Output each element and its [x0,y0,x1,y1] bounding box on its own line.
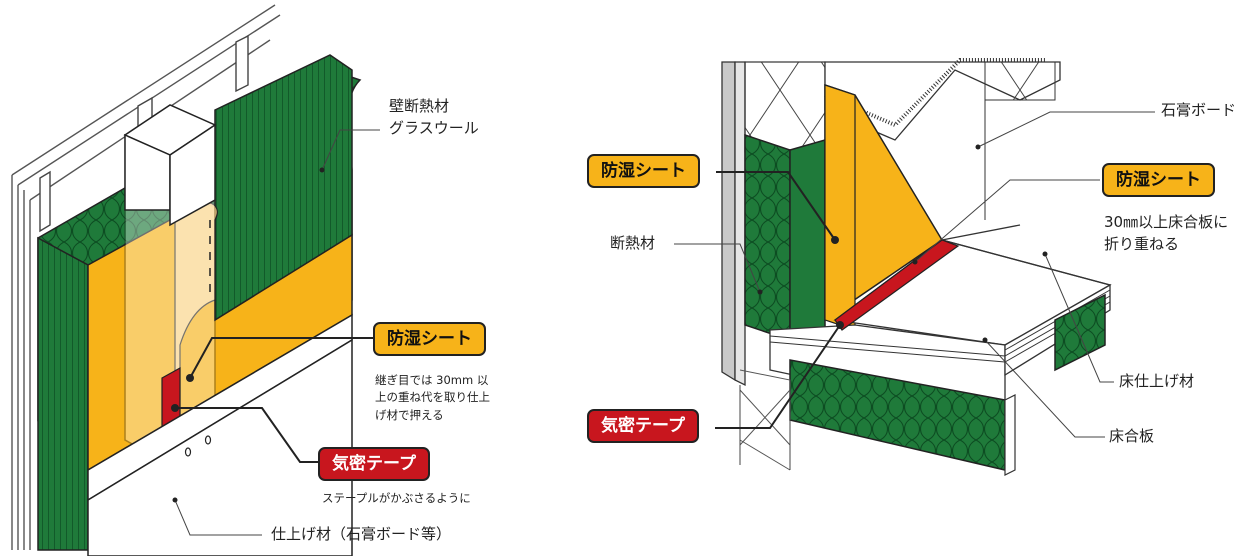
finish-material-label: 仕上げ材（石膏ボード等） [271,525,452,543]
subfloor-label: 床合板 [1109,427,1155,445]
left-airtight-tape-label: 気密テープ [318,447,430,482]
left-airtight-tape-note: ステープルがかぶさるように [322,491,471,505]
left-vapor-sheet-note: 継ぎ目では 30mm 以 上の重ね代を取り仕上 げ材で押える [375,372,490,424]
left-leaders [175,337,380,463]
right-wall-board [721,61,736,382]
left-vapor-sheet-note-line3: げ材で押える [375,407,444,422]
right-vapor-sheet-note-line1: 30㎜以上床合板に [1104,213,1229,231]
right-vapor-sheet-note: 30㎜以上床合板に 折り重ねる [1104,212,1228,256]
right-vapor-sheet-label-left: 防湿シート [587,154,700,189]
right-leaders [715,171,841,429]
right-airtight-tape-label: 気密テープ [587,409,699,444]
left-vapor-sheet-note-line2: 上の重ね代を取り仕上 [375,390,490,405]
left-vapor-sheet-label: 防湿シート [373,322,486,357]
right-vapor-sheet-label-right: 防湿シート [1102,163,1215,198]
right-floor-diagram [674,58,1155,476]
left-wall-diagram [11,4,380,556]
gypsum-board-label: 石膏ボード [1161,101,1237,119]
floor-finish-label: 床仕上げ材 [1119,372,1195,390]
right-vapor-sheet-note-line2: 折り重ねる [1104,234,1180,253]
wall-insulation-label-line2: グラスウール [389,118,479,137]
right-insulation-label: 断熱材 [610,234,656,252]
left-insulation-side [37,236,89,551]
wall-insulation-label-line1: 壁断熱材 [389,97,450,115]
wall-insulation-label: 壁断熱材 グラスウール [389,96,479,140]
right-wall-insulation [744,133,791,342]
left-vapor-sheet-note-line1: 継ぎ目では 30mm 以 [375,373,489,387]
